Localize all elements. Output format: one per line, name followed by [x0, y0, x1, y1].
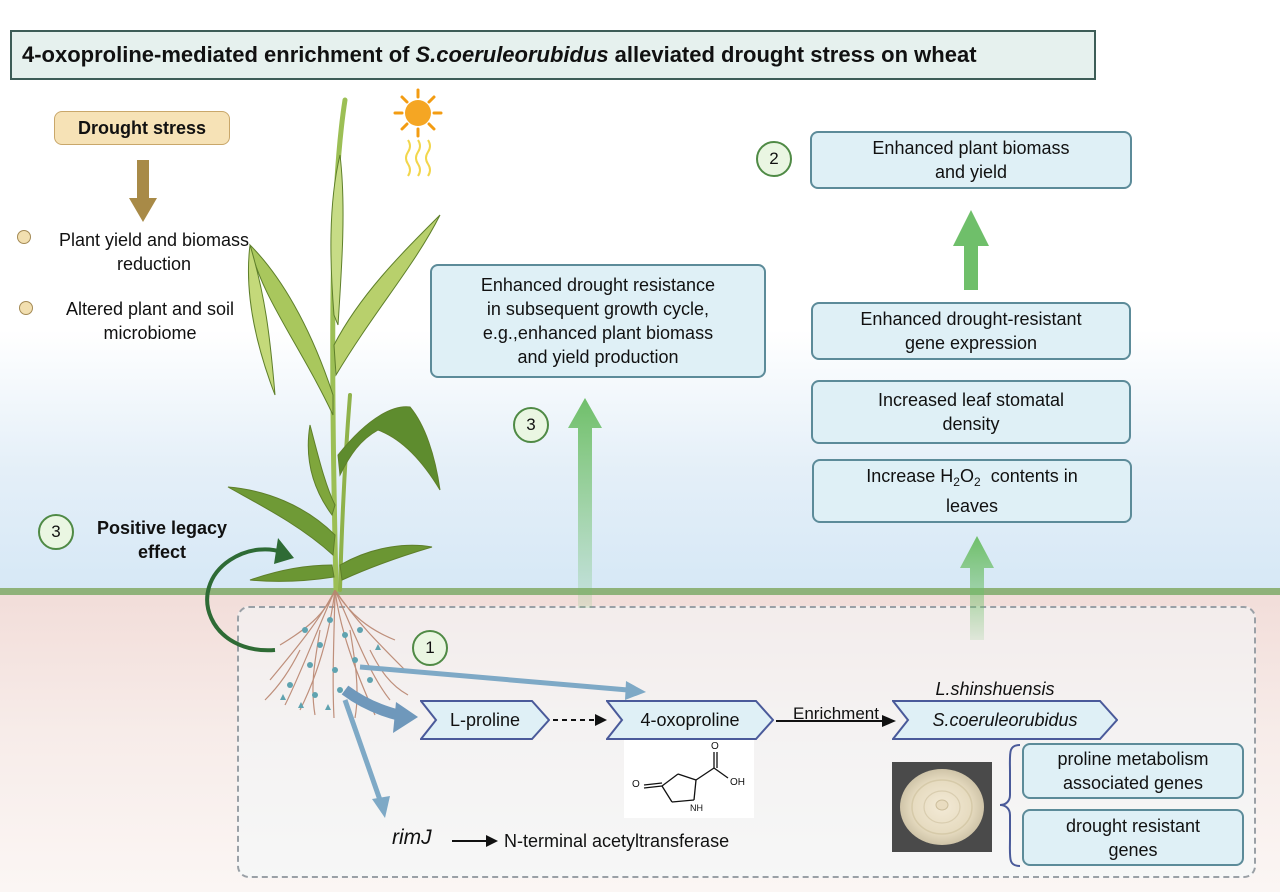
title-suffix: alleviated drought stress on wheat	[614, 42, 977, 67]
mol-nh: NH	[690, 803, 703, 813]
stomatal-density-line2: density	[942, 414, 1000, 434]
h2o2-mid: O	[959, 466, 974, 486]
s-coeruleorubidus-chevron: S.coeruleorubidus	[892, 700, 1118, 740]
biomass-yield-line2: and yield	[934, 162, 1008, 182]
gene-bracket	[999, 744, 1021, 867]
wheat-plant-illustration	[227, 97, 441, 593]
enrichment-label: Enrichment	[793, 704, 879, 723]
ground-line	[0, 588, 1280, 595]
l-proline-chevron: L-proline	[420, 700, 550, 740]
acetyltransferase-label: N-terminal acetyltransferase	[504, 831, 730, 851]
stomatal-density-line1: Increased leaf stomatal	[877, 390, 1065, 410]
enrichment-arrow	[776, 715, 896, 727]
h2o2-content-box: Increase H2O2 contents in leaves	[812, 459, 1132, 523]
h2o2-sub1: 2	[953, 475, 960, 489]
legacy-number-badge: 3	[38, 514, 74, 550]
h2o2-suffix: contents in	[980, 466, 1078, 486]
h2o2-line2: leaves	[945, 496, 999, 516]
effect-bullet-2	[19, 301, 33, 315]
mol-o-ketone: O	[632, 779, 640, 790]
l-proline-label: L-proline	[449, 709, 521, 730]
gene-expression-box: Enhanced drought-resistant gene expressi…	[811, 302, 1131, 360]
oxoproline-chevron: 4-oxoproline	[606, 700, 774, 740]
dashed-arrow	[553, 714, 607, 726]
soil-number-badge: 1	[412, 630, 448, 666]
stomatal-density-box: Increased leaf stomatal density	[811, 380, 1131, 444]
rimj-label: rimJ	[392, 826, 432, 849]
petri-dish-photo	[892, 762, 992, 852]
proline-genes-box: proline metabolism associated genes	[1022, 743, 1244, 799]
l-shinshuensis-label: L.shinshuensis	[935, 679, 1055, 699]
title-species: S.coeruleorubidus	[415, 42, 609, 67]
drought-genes-box: drought resistant genes	[1022, 809, 1244, 866]
sun-icon	[393, 88, 443, 177]
proline-genes-line1: proline metabolism	[1057, 749, 1209, 769]
drought-resistance-line3: e.g.,enhanced plant biomass	[482, 323, 714, 343]
right-lower-arrow	[960, 536, 994, 640]
effect-microbiome: Altered plant and soil microbiome	[44, 297, 256, 345]
effect-1-line2: reduction	[116, 254, 192, 274]
gene-expression-line1: Enhanced drought-resistant	[860, 309, 1082, 329]
proline-genes-line2: associated genes	[1062, 773, 1204, 793]
gene-expression-line2: gene expression	[904, 333, 1038, 353]
effect-2-line1: Altered plant and soil	[65, 299, 235, 319]
mol-oh: OH	[730, 777, 745, 788]
drought-resistance-line4: and yield production	[517, 347, 679, 367]
drought-stress-label: Drought stress	[54, 111, 230, 145]
drought-resistance-box: Enhanced drought resistance in subsequen…	[430, 264, 766, 378]
biomass-yield-line1: Enhanced plant biomass	[872, 138, 1070, 158]
effect-bullet-1	[17, 230, 31, 244]
oxoproline-structure: O O OH NH	[624, 740, 754, 818]
drought-down-arrow	[129, 160, 157, 222]
title-prefix: 4-oxoproline-mediated enrichment of	[22, 42, 410, 67]
center-up-arrow	[568, 398, 602, 608]
oxoproline-label: 4-oxoproline	[640, 709, 740, 730]
mol-o-acid: O	[711, 741, 719, 752]
drought-resistance-line1: Enhanced drought resistance	[480, 275, 716, 295]
biomass-yield-box: Enhanced plant biomass and yield	[810, 131, 1132, 189]
h2o2-sub2: 2	[974, 475, 981, 489]
effect-1-line1: Plant yield and biomass	[58, 230, 250, 250]
effect-yield-reduction: Plant yield and biomass reduction	[36, 228, 272, 276]
legacy-curved-arrow	[205, 538, 294, 653]
drought-genes-line1: drought resistant	[1065, 815, 1201, 836]
rimj-arrow	[452, 835, 498, 847]
title-banner: 4-oxoproline-mediated enrichment of S.co…	[10, 30, 1096, 80]
s-coeruleorubidus-label: S.coeruleorubidus	[932, 709, 1078, 730]
drought-genes-line2: genes	[1108, 839, 1158, 860]
h2o2-prefix: Increase H	[866, 466, 954, 486]
effect-2-line2: microbiome	[103, 323, 197, 343]
right-number-badge: 2	[756, 141, 792, 177]
legacy-effect-label: Positive legacy effect	[96, 518, 228, 562]
drought-resistance-line2: in subsequent growth cycle,	[486, 299, 710, 319]
h2o2-line1: Increase H2O2 contents in	[866, 464, 1078, 494]
center-number-badge: 3	[513, 407, 549, 443]
right-upper-arrow	[953, 210, 989, 290]
